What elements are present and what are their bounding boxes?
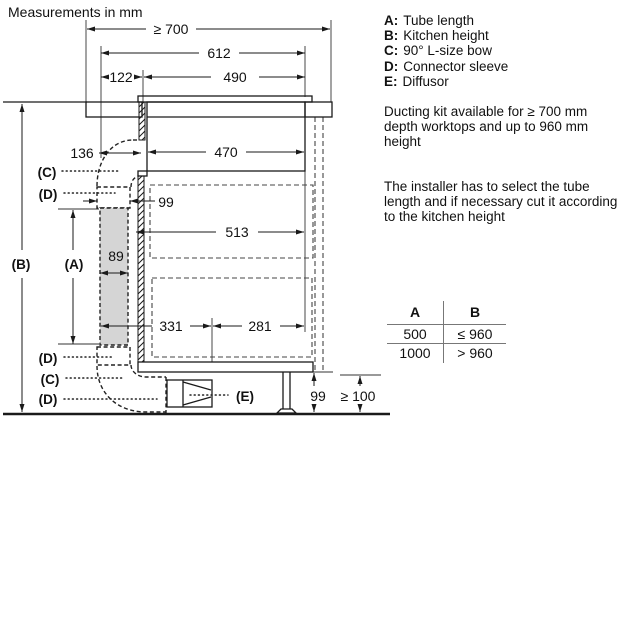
svg-text:612: 612 <box>207 45 231 61</box>
table-cell-a: 500 <box>387 325 444 343</box>
svg-text:≥ 700: ≥ 700 <box>154 21 189 37</box>
svg-text:136: 136 <box>70 145 94 161</box>
page-title: Measurements in mm <box>8 4 143 20</box>
connector-sleeve-lower <box>96 346 131 366</box>
svg-text:331: 331 <box>159 318 183 334</box>
note-availability: Ducting kit available for ≥ 700 mm depth… <box>384 104 589 149</box>
housing-upper-dashed <box>149 184 314 259</box>
legend-key: E: <box>384 73 398 89</box>
dim-body-width: 470 <box>148 144 304 160</box>
legend-label: Connector sleeve <box>403 58 509 74</box>
legend-item-e: E: Diffusor <box>384 74 508 89</box>
svg-text:(D): (D) <box>39 392 58 407</box>
dim-front-offset: 122 <box>101 69 142 85</box>
diffusor-funnel-line <box>182 396 212 406</box>
diffusor <box>166 379 213 408</box>
dim-floor-clearance: ≥ 100 <box>341 376 376 412</box>
svg-text:281: 281 <box>248 318 272 334</box>
table-row: 500 ≤ 960 <box>387 325 506 344</box>
legend-key: D: <box>384 58 399 74</box>
dim-rear-section: 331 <box>101 318 211 334</box>
dim-mid-section: 281 <box>213 318 304 334</box>
worktop-right-section <box>304 101 333 118</box>
svg-text:99: 99 <box>310 388 326 404</box>
svg-text:(C): (C) <box>38 165 57 180</box>
cabinet-partition-wall <box>137 175 145 363</box>
svg-text:(D): (D) <box>39 187 58 202</box>
hood-housing-dashed <box>149 117 324 371</box>
tube-length-table: A B 500 ≤ 960 1000 > 960 <box>387 301 506 363</box>
table-header-b: B <box>469 304 481 320</box>
table-header-a: A <box>387 301 444 324</box>
worktop-left-section <box>85 101 143 118</box>
housing-lower-dashed <box>151 277 313 358</box>
dim-tube-depth: 89 <box>100 248 128 276</box>
legend-label: Kitchen height <box>403 28 489 44</box>
svg-text:490: 490 <box>223 69 247 85</box>
svg-text:(E): (E) <box>236 389 254 404</box>
diffusor-funnel-line <box>182 381 212 391</box>
table-row: 1000 > 960 <box>387 344 506 363</box>
dim-tube-length: (A) <box>65 210 84 344</box>
legend-item-d: D: Connector sleeve <box>384 59 508 74</box>
legend: A: Tube length B: Kitchen height C: 90° … <box>384 13 508 89</box>
svg-text:(C): (C) <box>41 372 60 387</box>
flat-tube <box>99 207 129 346</box>
legend-item-c: C: 90° L-size bow <box>384 43 508 58</box>
hob-bottom-step <box>137 170 148 177</box>
table-header-row: A B <box>387 301 506 325</box>
furniture-structure <box>3 95 390 416</box>
dimensions: ≥ 700 612 122 490 136 <box>12 21 376 412</box>
svg-text:513: 513 <box>225 224 249 240</box>
dim-worktop-depth: ≥ 700 <box>87 21 330 37</box>
legend-key: C: <box>384 43 399 59</box>
svg-text:(B): (B) <box>12 257 31 272</box>
ducting-kit <box>96 139 167 413</box>
legend-label: 90° L-size bow <box>403 43 492 59</box>
bow-lower-outer <box>96 365 166 413</box>
svg-text:122: 122 <box>109 69 133 85</box>
hob-outlet-channel <box>138 101 146 141</box>
bow-upper-outer <box>96 139 134 187</box>
table-cell-a: 1000 <box>387 344 444 363</box>
label-outlet-sleeve: (D) <box>39 392 158 407</box>
svg-text:(D): (D) <box>39 351 58 366</box>
part-labels: (C) (D) (D) (C) (D) (E) <box>38 165 254 407</box>
dim-sleeve-depth: 99 <box>83 194 174 210</box>
hob-body <box>146 101 306 172</box>
bow-lower-inner <box>130 364 166 378</box>
dim-kitchen-height: (B) <box>12 104 31 412</box>
legend-key: B: <box>384 28 399 44</box>
svg-text:89: 89 <box>108 248 124 264</box>
legend-item-b: B: Kitchen height <box>384 28 508 43</box>
legend-label: Diffusor <box>402 73 449 89</box>
label-diffusor: (E) <box>189 389 254 404</box>
label-bow-lower: (C) <box>41 372 123 387</box>
connector-sleeve-upper <box>96 186 131 209</box>
cabinet-leg-foot <box>275 408 298 414</box>
dim-left-offset: 136 <box>70 145 141 161</box>
dim-overall-width: 612 <box>101 45 305 61</box>
dim-plinth-height: 99 <box>310 373 326 412</box>
table-cell-b: ≤ 960 <box>457 326 493 342</box>
legend-item-a: A: Tube length <box>384 13 508 28</box>
label-sleeve-lower: (D) <box>39 351 113 366</box>
note-installer: The installer has to select the tube len… <box>384 179 618 224</box>
label-bow-upper: (C) <box>38 165 119 180</box>
table-cell-b: > 960 <box>457 345 493 361</box>
cabinet-bottom-panel <box>137 361 314 373</box>
hob-top-plate <box>137 95 313 103</box>
svg-text:≥ 100: ≥ 100 <box>341 388 376 404</box>
svg-text:(A): (A) <box>65 257 84 272</box>
dim-housing-width: 513 <box>136 224 304 240</box>
legend-key: A: <box>384 13 399 28</box>
svg-text:99: 99 <box>158 194 174 210</box>
label-sleeve-upper: (D) <box>39 187 116 202</box>
dim-cutout-width: 490 <box>144 69 305 85</box>
legend-label: Tube length <box>403 13 475 28</box>
svg-text:470: 470 <box>214 144 238 160</box>
